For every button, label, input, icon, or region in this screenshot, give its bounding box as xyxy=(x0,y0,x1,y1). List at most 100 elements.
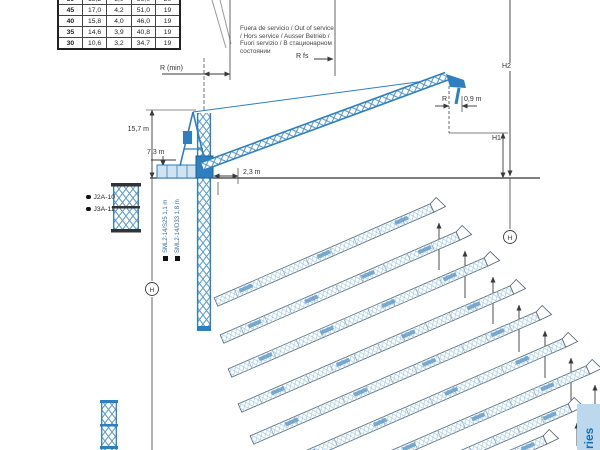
section-mark xyxy=(284,417,299,427)
jib-assembly-bar xyxy=(237,278,527,413)
legend-item-j3a11: J3A-11 xyxy=(86,206,115,213)
section-mark xyxy=(442,272,457,282)
jib-head-drop xyxy=(454,87,461,105)
section-mark xyxy=(258,352,273,362)
section-mark xyxy=(381,298,396,308)
table-cell: 17,0 xyxy=(81,4,108,16)
height-157-label: 15,7 m xyxy=(127,126,149,133)
base-width-label: 2,3 m xyxy=(243,169,261,176)
table-cell: 51,0 xyxy=(130,4,157,16)
section-mark xyxy=(360,269,376,279)
section-mark xyxy=(540,382,555,392)
table-cell: 15,8 xyxy=(81,15,108,27)
r-fs-label: R fs xyxy=(296,53,309,60)
table-cell: 4,0 xyxy=(106,15,132,27)
table-cell: 19 xyxy=(155,37,181,50)
table-cell: 45 xyxy=(57,4,83,16)
jib xyxy=(200,71,449,171)
jib-tip xyxy=(542,428,560,445)
table-cell: 35 xyxy=(57,26,83,38)
tip-offset-label: 0,9 m xyxy=(464,96,482,103)
section-mark xyxy=(515,355,530,365)
note-line: / Hors service / Ausser Betrieb / xyxy=(240,32,330,40)
legend-mast-section xyxy=(111,183,141,233)
counter-radius-label: 7,3 m xyxy=(147,149,165,156)
note-line: Fuori servizio / В стационарном xyxy=(240,40,332,48)
section-mark xyxy=(421,357,437,367)
cab xyxy=(183,131,192,144)
table-cell: 10,6 xyxy=(81,37,108,50)
jib-tip xyxy=(455,224,473,241)
jib-tip xyxy=(585,358,600,375)
jib-tip xyxy=(509,278,527,295)
section-mark xyxy=(520,442,535,450)
h-circle-right-label: H xyxy=(508,235,513,242)
jib-assembly-bar xyxy=(297,358,600,450)
bullet-icon xyxy=(86,194,91,200)
table-cell: 34,7 xyxy=(130,37,157,50)
section-mark xyxy=(304,294,319,304)
table-cell: 19 xyxy=(155,15,181,27)
tower-joint xyxy=(197,326,211,331)
table-cell: 30 xyxy=(57,37,83,50)
jib-assembly-bar xyxy=(219,224,473,344)
load-table: 5018,25,056,0204517,04,251,0194015,84,04… xyxy=(57,0,181,50)
h1-label: H1 xyxy=(492,135,501,142)
bullet-square xyxy=(163,256,168,261)
tip-r-label: R xyxy=(442,96,448,103)
section-mark xyxy=(466,301,481,311)
section-mark xyxy=(542,411,557,421)
pendant-rope xyxy=(192,77,448,113)
section-mark xyxy=(247,319,262,329)
h2-label: H2 xyxy=(501,63,512,71)
jib-assembly-bar xyxy=(227,250,501,378)
mast-section-label-s25: SML2-14/S25 1,1 m xyxy=(163,199,169,253)
table-cell: 4,2 xyxy=(106,4,132,16)
section-mark xyxy=(270,386,285,396)
table-cell: 14,6 xyxy=(81,26,108,38)
section-mark xyxy=(335,357,351,367)
jib-head xyxy=(446,74,466,88)
section-mark xyxy=(238,283,253,293)
section-mark xyxy=(373,417,388,427)
note-line: состоянии xyxy=(240,47,271,55)
section-mark xyxy=(319,325,335,335)
jib-assembly-bar xyxy=(422,428,560,450)
mast-section-label-d33: SML2-14/D33 1,8 m xyxy=(175,199,181,253)
table-cell: 46,0 xyxy=(130,15,157,27)
section-mark xyxy=(394,215,409,225)
section-mark xyxy=(402,442,417,450)
tower-lattice xyxy=(197,113,211,331)
legend-label: J3A-11 xyxy=(93,206,115,213)
counterweight xyxy=(156,164,197,179)
r-min-label: R (min) xyxy=(160,65,183,72)
out-of-service-rope xyxy=(211,0,227,49)
table-cell: 40 xyxy=(57,15,83,27)
jib-assembly-bar xyxy=(213,196,447,307)
table-cell: 40,8 xyxy=(130,26,157,38)
section-mark xyxy=(353,387,368,397)
jib-tip xyxy=(561,331,579,348)
h-circle-left xyxy=(145,282,159,296)
section-mark xyxy=(471,412,486,422)
h-circle-right xyxy=(503,230,517,244)
section-mark xyxy=(316,249,331,259)
legend-item-j2a10: J2A-10 xyxy=(86,194,115,201)
out-of-service-rope xyxy=(219,0,232,45)
jib-tip xyxy=(429,196,447,213)
table-cell: 19 xyxy=(155,4,181,16)
section-mark xyxy=(444,386,459,396)
h-circle-left-label: H xyxy=(150,287,155,294)
table-cell: 3,9 xyxy=(106,26,132,38)
legend-label: J2A-10 xyxy=(93,194,116,201)
section-mark xyxy=(417,245,432,255)
jib-tip xyxy=(483,250,501,267)
jib-assembly-bar xyxy=(249,304,553,445)
table-cell: 19 xyxy=(155,26,181,38)
note-line: Fuera de servicio / Out of service xyxy=(240,25,334,32)
